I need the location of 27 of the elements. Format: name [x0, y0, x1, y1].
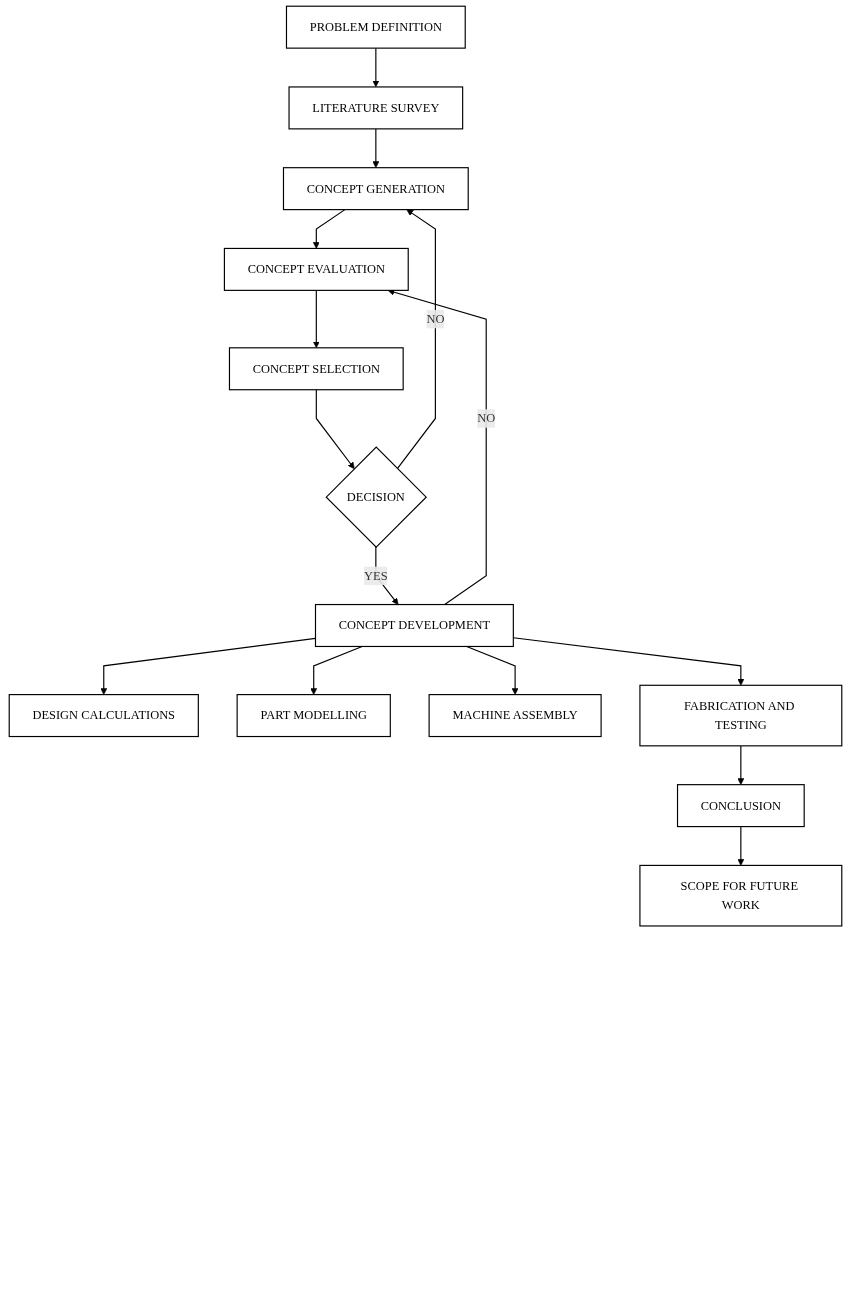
- node-diamond: DECISION: [325, 446, 427, 548]
- node-box: LITERATURE SURVEY: [288, 86, 464, 130]
- node-box: CONCEPT GENERATION: [282, 167, 469, 211]
- arrow: [466, 645, 519, 695]
- arrow: [372, 47, 380, 88]
- node-box: PROBLEM DEFINITION: [285, 5, 466, 49]
- arrow: [312, 289, 320, 349]
- edge-label: YES: [364, 568, 388, 583]
- node-box: SCOPE FOR FUTURE WORK: [639, 864, 843, 927]
- node-box: CONCLUSION: [676, 784, 805, 828]
- arrow: [315, 389, 355, 469]
- node-box: CONCEPT EVALUATION: [223, 247, 409, 291]
- node-box: DESIGN CALCULATIONS: [8, 694, 199, 738]
- arrow: [737, 826, 745, 866]
- node-box: CONCEPT SELECTION: [228, 347, 404, 391]
- node-box: PART MODELLING: [236, 694, 391, 738]
- node-box: FABRICATION AND TESTING: [639, 684, 843, 747]
- arrow: [372, 128, 380, 168]
- edge-label: NO: [477, 411, 496, 425]
- node-box: CONCEPT DEVELOPMENT: [314, 603, 514, 648]
- edge-label: NO: [426, 312, 445, 326]
- arrow: [396, 209, 436, 470]
- arrow: [375, 546, 399, 605]
- arrow: [310, 645, 363, 695]
- node-box: MACHINE ASSEMBLY: [428, 694, 602, 738]
- arrow: [312, 209, 346, 249]
- arrow: [737, 745, 745, 785]
